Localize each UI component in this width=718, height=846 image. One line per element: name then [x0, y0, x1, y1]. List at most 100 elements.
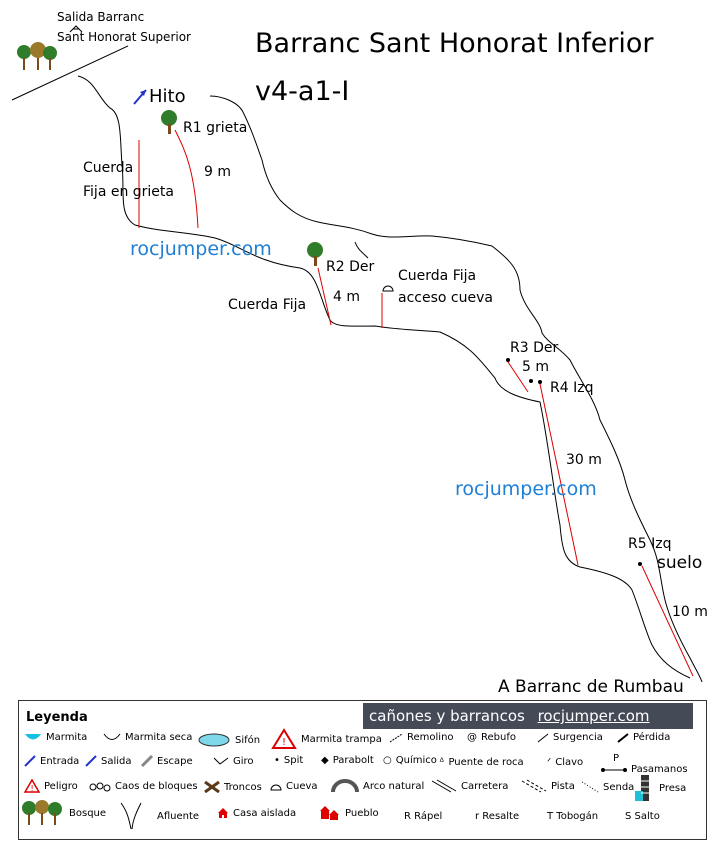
rappel-line-r5 [641, 565, 694, 677]
spit-icon: • [274, 755, 280, 766]
legend-parabolt: ◆Parabolt [321, 755, 374, 766]
access-path-line [11, 45, 129, 101]
legend-senda: Senda [581, 781, 634, 793]
legend-caos: Caos de bloques [89, 781, 198, 792]
legend-peligro: !Peligro [24, 779, 78, 793]
r2-label: R2 Der [326, 259, 375, 275]
rappel-line-r1 [174, 129, 199, 229]
rappel-line-r3 [507, 361, 529, 393]
canyon-topo-drawing [11, 25, 703, 683]
legend-salto: S Salto [625, 811, 660, 822]
r5-length: 10 m [672, 604, 708, 620]
legend-marmita: Marmita [24, 732, 87, 743]
pothole-icon [25, 733, 41, 739]
legend-bosque: Bosque [21, 799, 106, 827]
ground-label: suelo [657, 553, 703, 573]
legend-troncos: Troncos [204, 781, 262, 793]
canyon-right-wall [209, 95, 703, 683]
r5-label: R5 Izq [628, 536, 672, 552]
backwash-icon: @ [467, 732, 477, 743]
fixed-rope-label-1: Cuerda [83, 160, 134, 176]
fixed-rope-label-3: Cuerda Fija [228, 297, 307, 313]
legend-quimico: ○Químico [383, 755, 437, 766]
legend-spit: •Spit [274, 755, 304, 766]
exit-arrow-icon [69, 25, 83, 33]
legend-sifon: Sifón [197, 732, 260, 748]
legend-marmita-seca: Marmita seca [103, 732, 192, 743]
legend-escape: Escape [141, 755, 193, 767]
legend-salida: Salida [85, 755, 132, 767]
handline-p-label: P [613, 753, 620, 764]
bolt-r4-icon [529, 379, 533, 383]
start-label: Salida Barranc [57, 10, 145, 24]
bolt-r5-icon [638, 562, 642, 566]
bolt-r3-icon [506, 358, 510, 362]
forest-legend-icon [22, 800, 62, 825]
trail-icon [581, 781, 599, 793]
brand-name: cañones y barrancos [369, 707, 525, 725]
house-icon [218, 808, 228, 818]
legend-pasamanos: P Pasamanos [601, 753, 688, 775]
r1-length: 9 m [204, 164, 231, 180]
brand-url: rocjumper.com [537, 707, 650, 725]
rock-detail-line [354, 241, 369, 259]
legend-giro: Giro [213, 755, 254, 767]
rappel-line-r2 [317, 267, 332, 326]
track-icon [521, 779, 547, 793]
cave-legend-icon [270, 784, 282, 790]
logs-icon [204, 781, 220, 793]
legend-surgencia: Surgencia [537, 732, 603, 743]
page-title: Barranc Sant Honorat Inferior [255, 28, 654, 59]
r4-length: 30 m [566, 452, 602, 468]
rock-bridge-icon: ᐞ [439, 757, 445, 768]
r3-label: R3 Der [510, 340, 559, 356]
danger-icon: ! [24, 779, 40, 793]
road-icon [431, 779, 457, 793]
legend-cueva: Cueva [270, 781, 318, 792]
legend-pista: Pista [521, 779, 575, 793]
watermark-1: rocjumper.com [130, 238, 272, 260]
cave-rope-label-2: acceso cueva [398, 290, 493, 306]
legend-arco: Arco natural [331, 779, 424, 793]
legend-rebufo: @Rebufo [467, 732, 516, 743]
legend-title: Leyenda [26, 710, 88, 725]
canyon-left-wall [77, 75, 691, 679]
r1-label: R1 grieta [183, 120, 248, 136]
r3-length: 5 m [522, 359, 549, 375]
piton-icon: ᐟ [547, 757, 552, 768]
legend-pueblo: Pueblo [319, 805, 379, 821]
legend: Leyenda cañones y barrancos rocjumper.co… [18, 700, 707, 840]
trap-pothole-icon: ! [271, 728, 297, 749]
legend-rapel: R Rápel [404, 811, 443, 822]
dam-icon [635, 775, 649, 801]
escape-icon [141, 755, 153, 767]
village-icon [320, 806, 339, 820]
handline-icon [601, 767, 627, 772]
parabolt-icon: ◆ [321, 755, 329, 766]
hito-label: Hito [149, 86, 186, 107]
spring-icon [537, 733, 549, 742]
sink-icon [617, 732, 629, 743]
tree-anchor-icon [307, 242, 323, 266]
rappel-line-r4 [539, 383, 579, 566]
legend-presa: Presa [633, 773, 686, 803]
legend-resalte: r Resalte [475, 811, 520, 822]
legend-perdida: Pérdida [617, 732, 670, 743]
svg-text:!: ! [31, 784, 34, 793]
siphon-icon [198, 733, 230, 747]
r4-label: R4 Izq [550, 380, 594, 396]
entry-icon [24, 755, 36, 767]
natural-arch-icon [331, 779, 359, 793]
legend-marmita-trampa: !Marmita trampa [271, 728, 382, 750]
exit-icon [85, 755, 97, 767]
legend-remolino: Remolino [389, 732, 454, 743]
tributary-icon [120, 802, 142, 830]
forest-icon [16, 42, 60, 72]
chemical-anchor-icon: ○ [383, 755, 392, 766]
tree-anchor-icon [161, 110, 177, 134]
legend-casa: Casa aislada [217, 807, 296, 819]
legend-carretera: Carretera [431, 779, 508, 793]
legend-tobogan: T Tobogán [547, 811, 599, 822]
cave-icon [382, 285, 394, 292]
